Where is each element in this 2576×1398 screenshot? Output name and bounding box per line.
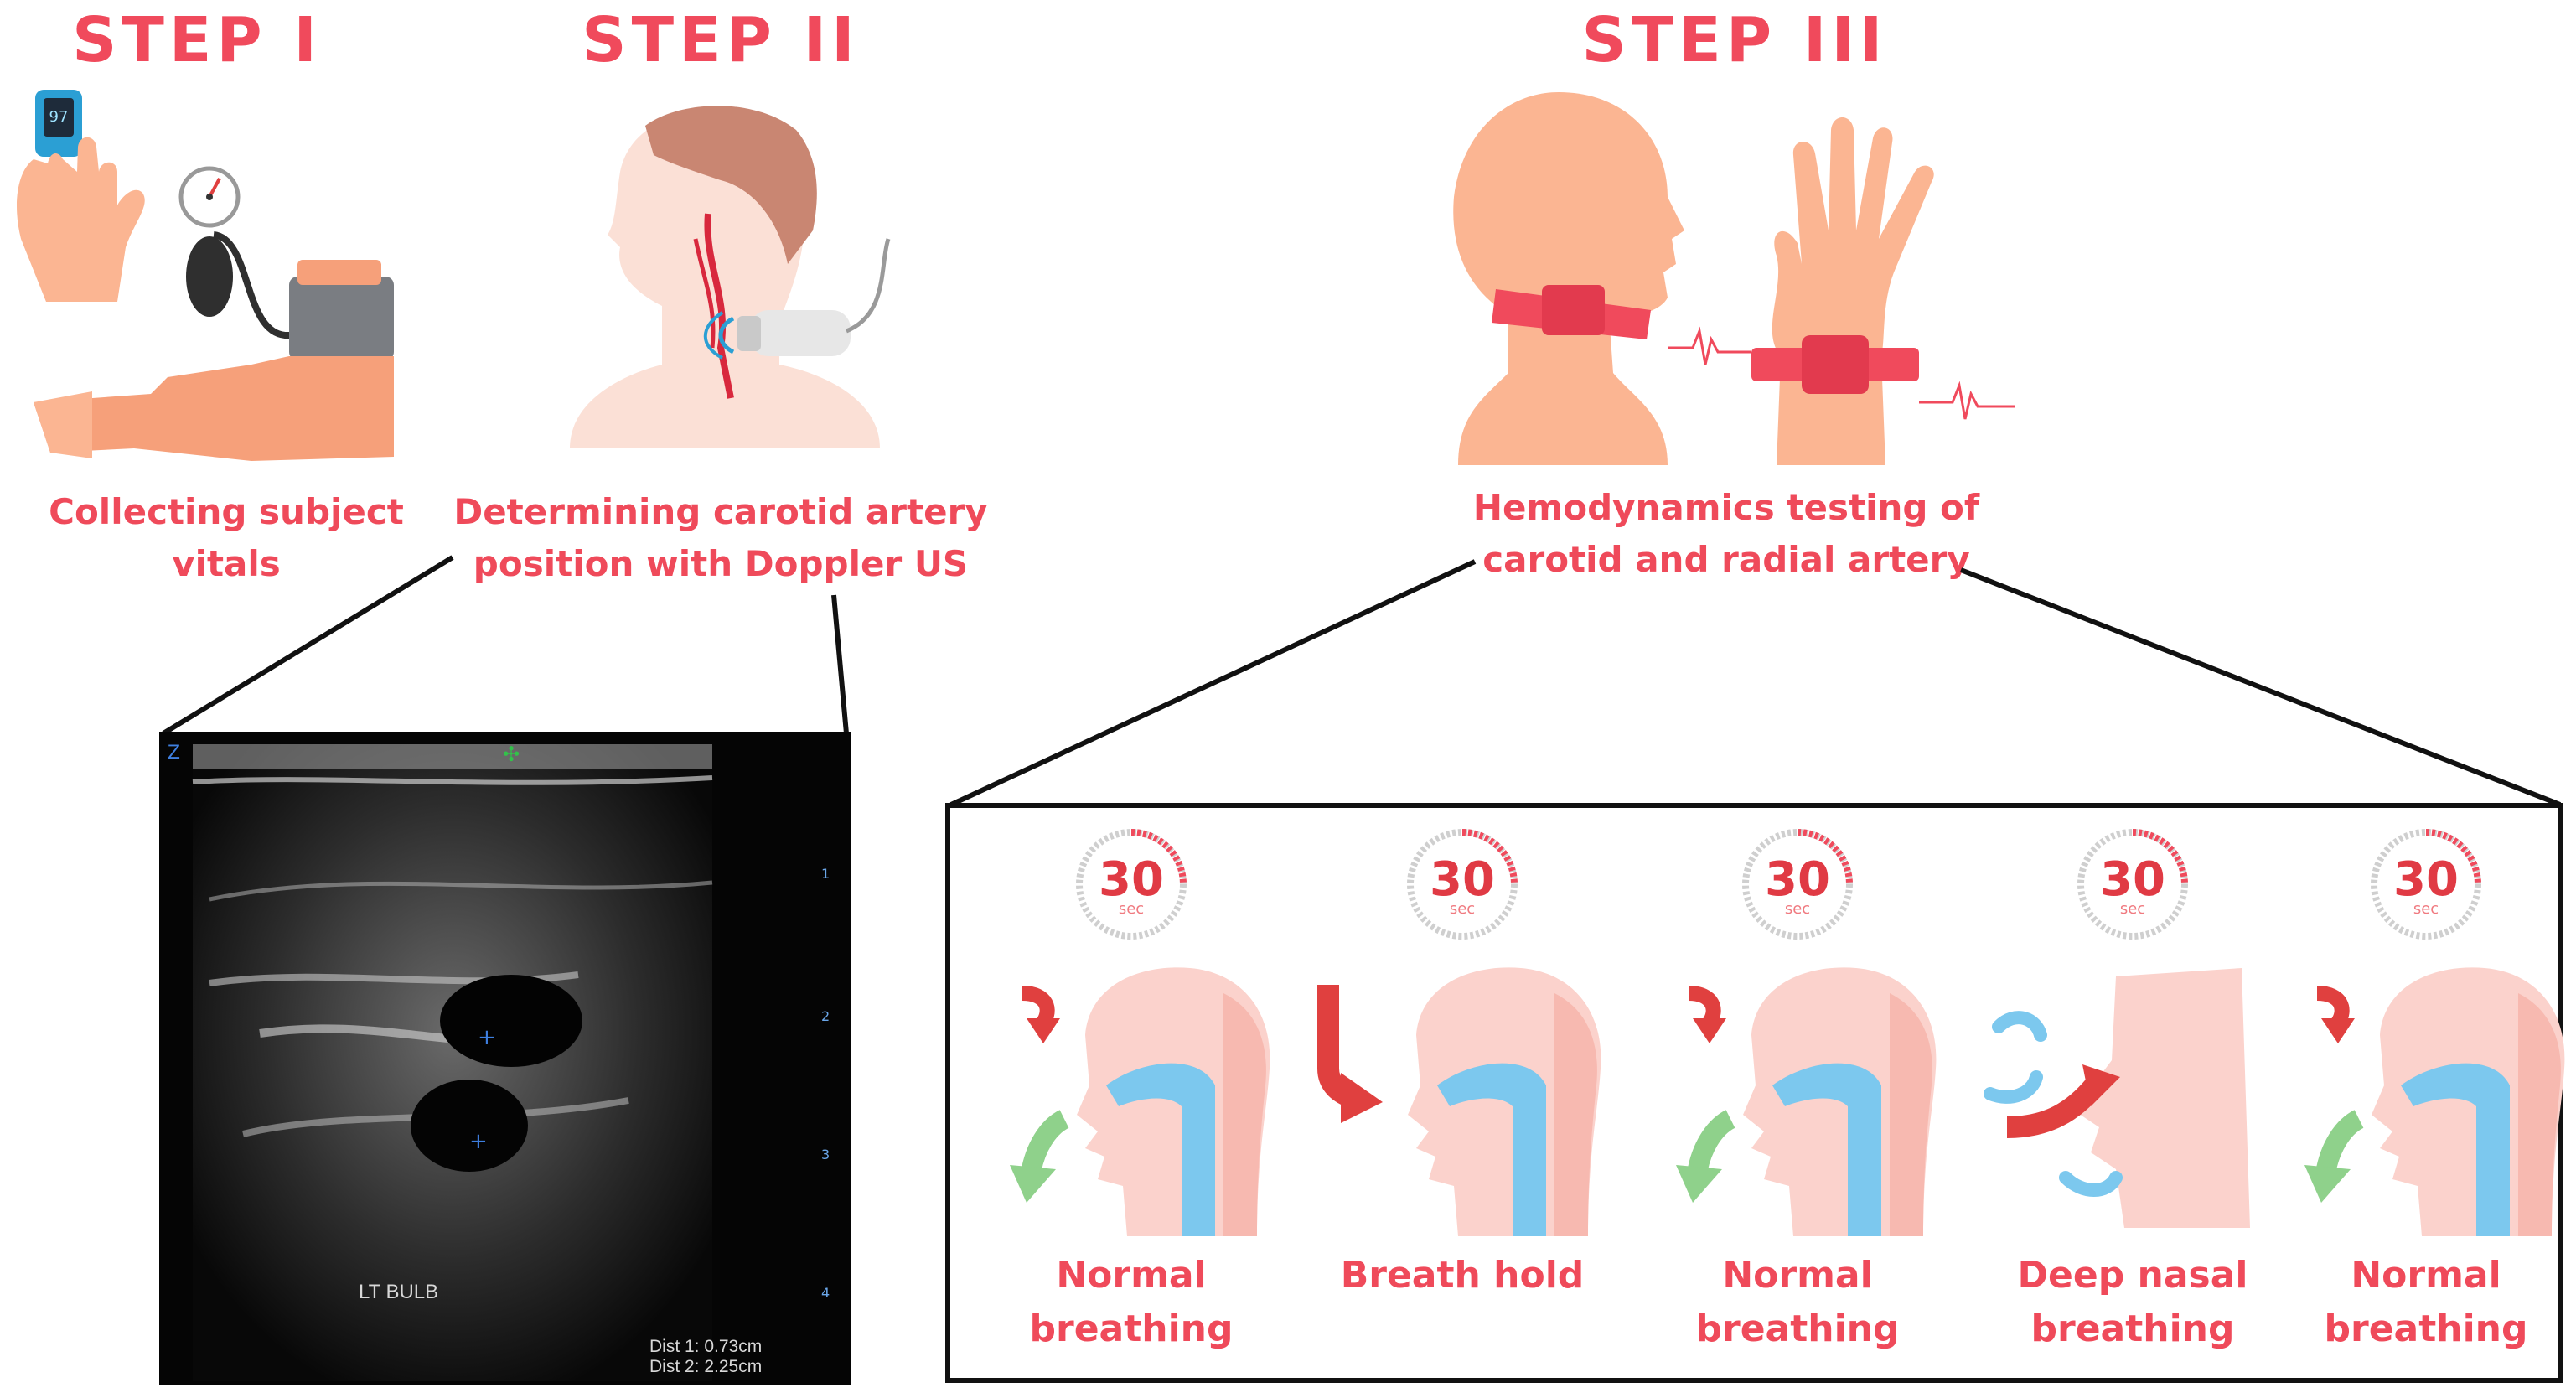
ultrasound-label: LT BULB [359,1281,439,1303]
inhale-arrow-icon [2006,1078,2103,1138]
step-1-caption-line2: vitals [172,543,281,584]
pulse-oximeter-icon: 97 [35,90,82,157]
phase-label: Normal breathing [1638,1249,1957,1356]
phase-label-line2: breathing [1695,1307,1900,1350]
step-3-title: STEP III [1581,4,1888,76]
head-silhouette-icon [1453,92,1684,465]
timer-unit: sec [1450,900,1475,918]
ultrasound-dist-2: Dist 2: 2.25cm [649,1357,763,1376]
phase-label-line2: breathing [1029,1307,1234,1350]
air-puff-icon [1992,1011,2047,1042]
air-puff-icon [1984,1070,2043,1104]
phase-label: Breath hold [1303,1249,1622,1302]
sphygmomanometer-icon [178,166,394,360]
timer-unit: sec [1119,900,1144,918]
step-1-caption: Collecting subject vitals [34,486,419,590]
step-2-caption-line1: Determining carotid artery [453,491,988,532]
orientation-marker: Z [168,743,180,764]
vitals-illustration: 97 [17,90,394,461]
step-2-caption: Determining carotid artery position with… [453,486,989,590]
exhale-arrow-icon [1021,1110,1070,1176]
head-airway-icon [1676,967,1937,1236]
head-airway-icon [1010,967,1270,1236]
depth-mark-2: 2 [821,1008,830,1024]
ultrasound-measurements: Dist 1: 0.73cm Dist 2: 2.25cm [649,1337,762,1377]
depth-mark-3: 3 [821,1147,830,1162]
depth-mark-4: 4 [821,1285,830,1301]
exhale-arrow-icon [2315,1110,2365,1176]
step-2-caption-line2: position with Doppler US [473,543,969,584]
doppler-illustration [570,106,891,448]
air-puff-icon [2059,1171,2123,1197]
neck-sensor-icon [1492,285,1751,365]
phase-label-line2: breathing [2030,1307,2235,1350]
step-3-caption: Hemodynamics testing of carotid and radi… [1458,482,1994,586]
head-airway-icon [1317,967,1601,1236]
depth-mark-1: 1 [821,866,830,882]
phase-label-line1: Deep nasal [2017,1254,2248,1297]
focus-marker: ✣ [503,743,520,766]
ultrasound-scan: + + ✣ Z 1 2 3 4 [168,743,830,1381]
timer-value: 30 [1099,852,1164,907]
raised-hand-icon [17,137,145,302]
phase-label: Deep nasal breathing [1973,1249,2292,1356]
phase-label-line1: Normal [1056,1254,1207,1297]
phase-label: Normal breathing [2267,1249,2576,1356]
exhale-arrow-icon [1687,1110,1736,1176]
timer-value: 30 [2393,852,2459,907]
nose-breathing-icon [1984,968,2250,1228]
head-profile-icon [570,106,880,448]
step-3-caption-line2: carotid and radial artery [1482,539,1970,580]
phase-label-line1: Normal [2351,1254,2501,1297]
phase-label: Normal breathing [972,1249,1291,1356]
timer-unit: sec [1785,900,1810,918]
inhale-arrow-icon [1688,986,1721,1027]
step-3-caption-line1: Hemodynamics testing of [1472,487,1980,528]
head-airway-icon [2304,967,2565,1236]
timer-unit: sec [2413,900,2439,918]
caliper-marker-1: + [478,1025,496,1050]
wrist-sensor-icon [1751,335,2015,420]
ultrasound-image: + + ✣ Z 1 2 3 4 LT BULB Dist 1: 0.73cm D… [159,732,851,1385]
phase-label-line1: Breath hold [1340,1254,1585,1297]
phase-label-line1: Normal [1722,1254,1873,1297]
phase-label-line2: breathing [2324,1307,2528,1350]
step-1-caption-line1: Collecting subject [49,491,404,532]
timer-value: 30 [1765,852,1830,907]
depth-scale: 1 2 3 4 [821,866,830,1301]
timer-value: 30 [1430,852,1495,907]
timer-value: 30 [2100,852,2165,907]
ultrasound-dist-1: Dist 1: 0.73cm [649,1337,763,1356]
step-2-title: STEP II [582,4,860,76]
step-1-title: STEP I [72,4,322,76]
ultrasound-probe-icon [703,238,891,360]
inhale-arrow-icon [1022,986,1055,1027]
inhale-arrow-icon [2316,986,2350,1027]
svg-text:97: 97 [49,108,69,126]
arm-icon [34,356,394,461]
caliper-marker-2: + [469,1129,488,1154]
hemodynamics-illustration [1453,92,2015,465]
timer-unit: sec [2120,900,2145,918]
